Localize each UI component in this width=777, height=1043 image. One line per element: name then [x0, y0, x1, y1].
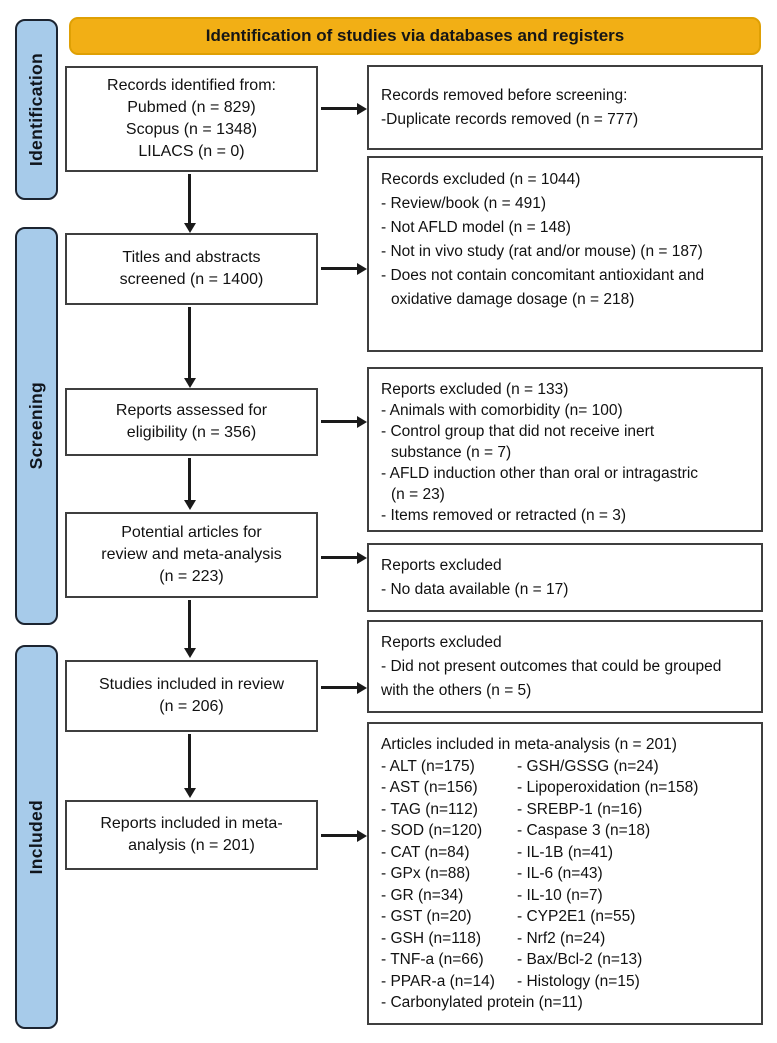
meta-item: - CAT (n=84) [381, 843, 470, 861]
records-excluded-title: Records excluded (n = 1044) [381, 171, 581, 188]
meta-item: - GST (n=20) [381, 908, 472, 925]
diagram-title: Identification of studies via databases … [69, 17, 761, 55]
phase-included: Included [15, 645, 58, 1029]
reports-excluded-eligibility-item: - Animals with comorbidity (n= 100) [381, 402, 623, 419]
titles-screened-line: screened (n = 1400) [119, 271, 264, 288]
records-identified-line: Records identified from: [107, 77, 276, 94]
meta-item: - SREBP-1 (n=16) [517, 800, 643, 818]
records-excluded-item: - Review/book (n = 491) [381, 195, 546, 212]
removed-before-screening-title: Records removed before screening: [381, 86, 628, 104]
meta-item: - TNF-a (n=66) [381, 951, 484, 968]
meta-item: - SOD (n=120) [381, 822, 483, 839]
reports-excluded-outcomes-title: Reports excluded [381, 633, 502, 651]
box-titles-screened: Titles and abstracts screened (n = 1400) [65, 233, 318, 305]
box-records-identified: Records identified from: Pubmed (n = 829… [65, 66, 318, 172]
reports-excluded-eligibility-item: - Control group that did not receive ine… [381, 423, 655, 461]
meta-item: - Bax/Bcl-2 (n=13) [517, 951, 643, 968]
potential-articles-line: review and meta-analysis [101, 546, 282, 563]
meta-item: - Caspase 3 (n=18) [517, 822, 651, 839]
meta-item: - Histology (n=15) [517, 972, 640, 990]
meta-analysis-title: Articles included in meta-analysis (n = … [381, 736, 677, 753]
arrow-right-icon [321, 686, 357, 689]
arrow-down-icon [188, 734, 191, 788]
records-identified-line: Pubmed (n = 829) [127, 99, 256, 116]
studies-included-line: Studies included in review [99, 676, 284, 693]
meta-item: - PPAR-a (n=14) [381, 972, 495, 990]
meta-item: - GSH (n=118) [381, 929, 482, 947]
meta-item: - IL-10 (n=7) [517, 886, 603, 904]
meta-item: - GPx (n=88) [381, 865, 471, 882]
records-excluded-item: - Not AFLD model (n = 148) [381, 219, 571, 236]
records-excluded-item: - Not in vivo study (rat and/or mouse) (… [381, 243, 703, 260]
box-reports-excluded-no-data: Reports excluded - No data available (n … [367, 543, 763, 612]
reports-assessed-line: eligibility (n = 356) [126, 424, 257, 441]
phase-screening: Screening [15, 227, 58, 625]
meta-analysis-column-right: - GSH/GSSG (n=24) - Lipoperoxidation (n=… [517, 756, 749, 993]
records-identified-line: Scopus (n = 1348) [125, 121, 258, 138]
reports-excluded-eligibility-title: Reports excluded (n = 133) [381, 381, 569, 398]
meta-item-footer: - Carbonylated protein (n=11) [381, 994, 583, 1011]
potential-articles-line: (n = 223) [159, 568, 224, 585]
phase-screening-label: Screening [26, 382, 46, 470]
records-identified-line: LILACS (n = 0) [138, 143, 245, 160]
meta-item: - Lipoperoxidation (n=158) [517, 779, 699, 796]
arrow-right-icon [321, 420, 357, 423]
box-meta-analysis: Articles included in meta-analysis (n = … [367, 722, 763, 1025]
box-reports-excluded-outcomes: Reports excluded - Did not present outco… [367, 620, 763, 713]
meta-item: - ALT (n=175) [381, 757, 475, 775]
phase-identification: Identification [15, 19, 58, 200]
box-reports-assessed: Reports assessed for eligibility (n = 35… [65, 388, 318, 456]
reports-excluded-no-data-item: - No data available (n = 17) [381, 580, 569, 598]
arrow-down-icon [188, 174, 191, 223]
meta-item: - CYP2E1 (n=55) [517, 908, 636, 925]
phase-identification-label: Identification [26, 52, 46, 167]
titles-screened-line: Titles and abstracts [122, 249, 261, 266]
meta-analysis-column-left: - ALT (n=175) - AST (n=156) - TAG (n=112… [381, 756, 517, 993]
reports-included-line: analysis (n = 201) [128, 837, 255, 854]
potential-articles-line: Potential articles for [121, 524, 262, 541]
studies-included-line: (n = 206) [159, 698, 224, 715]
reports-excluded-eligibility-item: - AFLD induction other than oral or intr… [381, 465, 699, 503]
records-excluded-item: - Does not contain concomitant antioxida… [381, 267, 705, 308]
arrow-down-icon [188, 307, 191, 378]
meta-item: - GSH/GSSG (n=24) [517, 757, 659, 775]
reports-excluded-no-data-title: Reports excluded [381, 556, 502, 574]
arrow-down-icon [188, 600, 191, 648]
arrow-right-icon [321, 107, 357, 110]
box-potential-articles: Potential articles for review and meta-a… [65, 512, 318, 598]
phase-included-label: Included [26, 799, 46, 875]
meta-item: - AST (n=156) [381, 779, 478, 796]
arrow-right-icon [321, 267, 357, 270]
arrow-right-icon [321, 556, 357, 559]
reports-excluded-outcomes-item: - Did not present outcomes that could be… [381, 657, 722, 699]
meta-item: - IL-6 (n=43) [517, 865, 603, 882]
meta-item: - Nrf2 (n=24) [517, 929, 606, 947]
meta-analysis-columns: - ALT (n=175) - AST (n=156) - TAG (n=112… [381, 756, 749, 993]
box-studies-included: Studies included in review (n = 206) [65, 660, 318, 732]
box-reports-included: Reports included in meta- analysis (n = … [65, 800, 318, 870]
meta-item: - TAG (n=112) [381, 800, 478, 818]
meta-item: - IL-1B (n=41) [517, 843, 614, 861]
reports-excluded-eligibility-item: - Items removed or retracted (n = 3) [381, 507, 627, 524]
box-reports-excluded-eligibility: Reports excluded (n = 133) - Animals wit… [367, 367, 763, 532]
box-removed-before-screening: Records removed before screening: -Dupli… [367, 65, 763, 150]
meta-item: - GR (n=34) [381, 886, 464, 904]
reports-included-line: Reports included in meta- [100, 815, 283, 832]
box-records-excluded: Records excluded (n = 1044) - Review/boo… [367, 156, 763, 352]
removed-before-screening-item: -Duplicate records removed (n = 777) [381, 110, 639, 128]
reports-assessed-line: Reports assessed for [115, 402, 268, 419]
arrow-right-icon [321, 834, 357, 837]
arrow-down-icon [188, 458, 191, 500]
